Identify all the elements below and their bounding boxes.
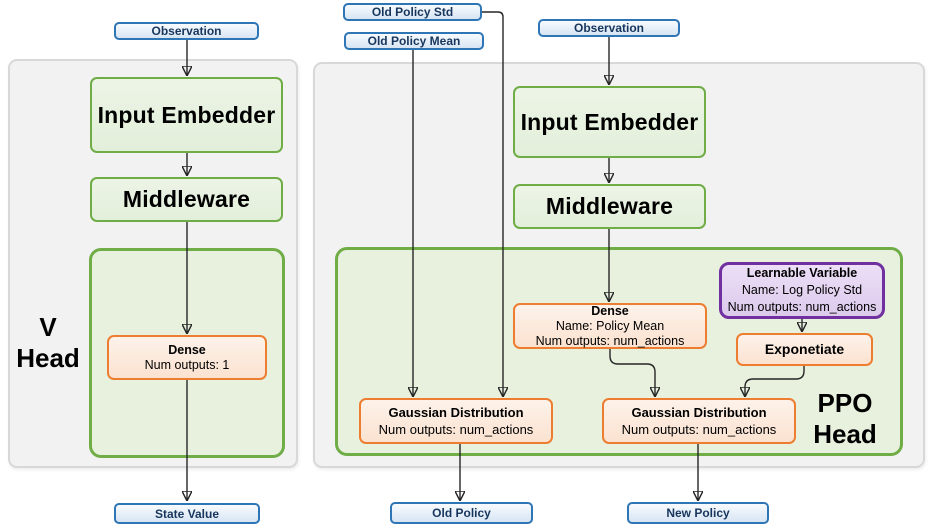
- dense-title-ppo: Dense: [591, 303, 629, 318]
- gaussian-distribution-new-node: Gaussian Distribution Num outputs: num_a…: [602, 398, 796, 444]
- ppo-head-label-line1: PPO: [817, 388, 873, 418]
- dense-name-ppo: Name: Policy Mean: [555, 318, 665, 333]
- observation-label-v: Observation: [151, 24, 222, 38]
- old-policy-label: Old Policy: [432, 506, 491, 520]
- old-policy-mean-label: Old Policy Mean: [367, 34, 461, 48]
- middleware-node-ppo: Middleware: [513, 184, 706, 229]
- new-policy-node: New Policy: [627, 502, 769, 524]
- gaussian-new-outputs: Num outputs: num_actions: [621, 422, 777, 437]
- learnable-title: Learnable Variable: [746, 266, 858, 280]
- dense-title-v: Dense: [168, 342, 206, 357]
- state-value-node: State Value: [114, 503, 260, 524]
- gaussian-old-outputs: Num outputs: num_actions: [378, 422, 534, 437]
- observation-label-ppo: Observation: [573, 21, 645, 35]
- input-embedder-node-v: Input Embedder: [90, 77, 283, 153]
- observation-node-ppo: Observation: [538, 19, 680, 37]
- dense-policy-mean-node: Dense Name: Policy Mean Num outputs: num…: [513, 303, 707, 349]
- state-value-label: State Value: [154, 506, 220, 521]
- observation-node-v: Observation: [114, 22, 259, 40]
- learnable-outputs: Num outputs: num_actions: [727, 300, 877, 314]
- exponetiate-label: Exponetiate: [764, 341, 845, 357]
- new-policy-label: New Policy: [666, 506, 730, 520]
- v-head-label-line1: V: [39, 312, 57, 342]
- ppo-head-label: PPO Head: [805, 388, 885, 450]
- v-head-label-line2: Head: [16, 343, 80, 373]
- gaussian-old-title: Gaussian Distribution: [388, 405, 524, 420]
- input-embedder-node-ppo: Input Embedder: [513, 86, 706, 158]
- middleware-node-v: Middleware: [90, 177, 283, 222]
- exponetiate-node: Exponetiate: [736, 333, 873, 366]
- dense-outputs-ppo: Num outputs: num_actions: [535, 333, 685, 348]
- old-policy-std-label: Old Policy Std: [371, 5, 454, 19]
- old-policy-std-node: Old Policy Std: [343, 3, 482, 21]
- middleware-label-v: Middleware: [122, 186, 251, 212]
- gaussian-new-title: Gaussian Distribution: [631, 405, 767, 420]
- v-head-label: V Head: [12, 312, 84, 374]
- learnable-variable-node: Learnable Variable Name: Log Policy Std …: [719, 262, 885, 319]
- gaussian-distribution-old-node: Gaussian Distribution Num outputs: num_a…: [359, 398, 553, 444]
- old-policy-mean-node: Old Policy Mean: [344, 32, 484, 50]
- dense-outputs-v: Num outputs: 1: [144, 357, 230, 372]
- middleware-label-ppo: Middleware: [545, 193, 674, 219]
- input-embedder-label-ppo: Input Embedder: [520, 108, 699, 135]
- dense-node-v: Dense Num outputs: 1: [107, 335, 267, 380]
- old-policy-node: Old Policy: [390, 502, 533, 524]
- learnable-name: Name: Log Policy Std: [741, 283, 863, 297]
- input-embedder-label-v: Input Embedder: [97, 101, 276, 128]
- ppo-head-label-line2: Head: [813, 419, 877, 449]
